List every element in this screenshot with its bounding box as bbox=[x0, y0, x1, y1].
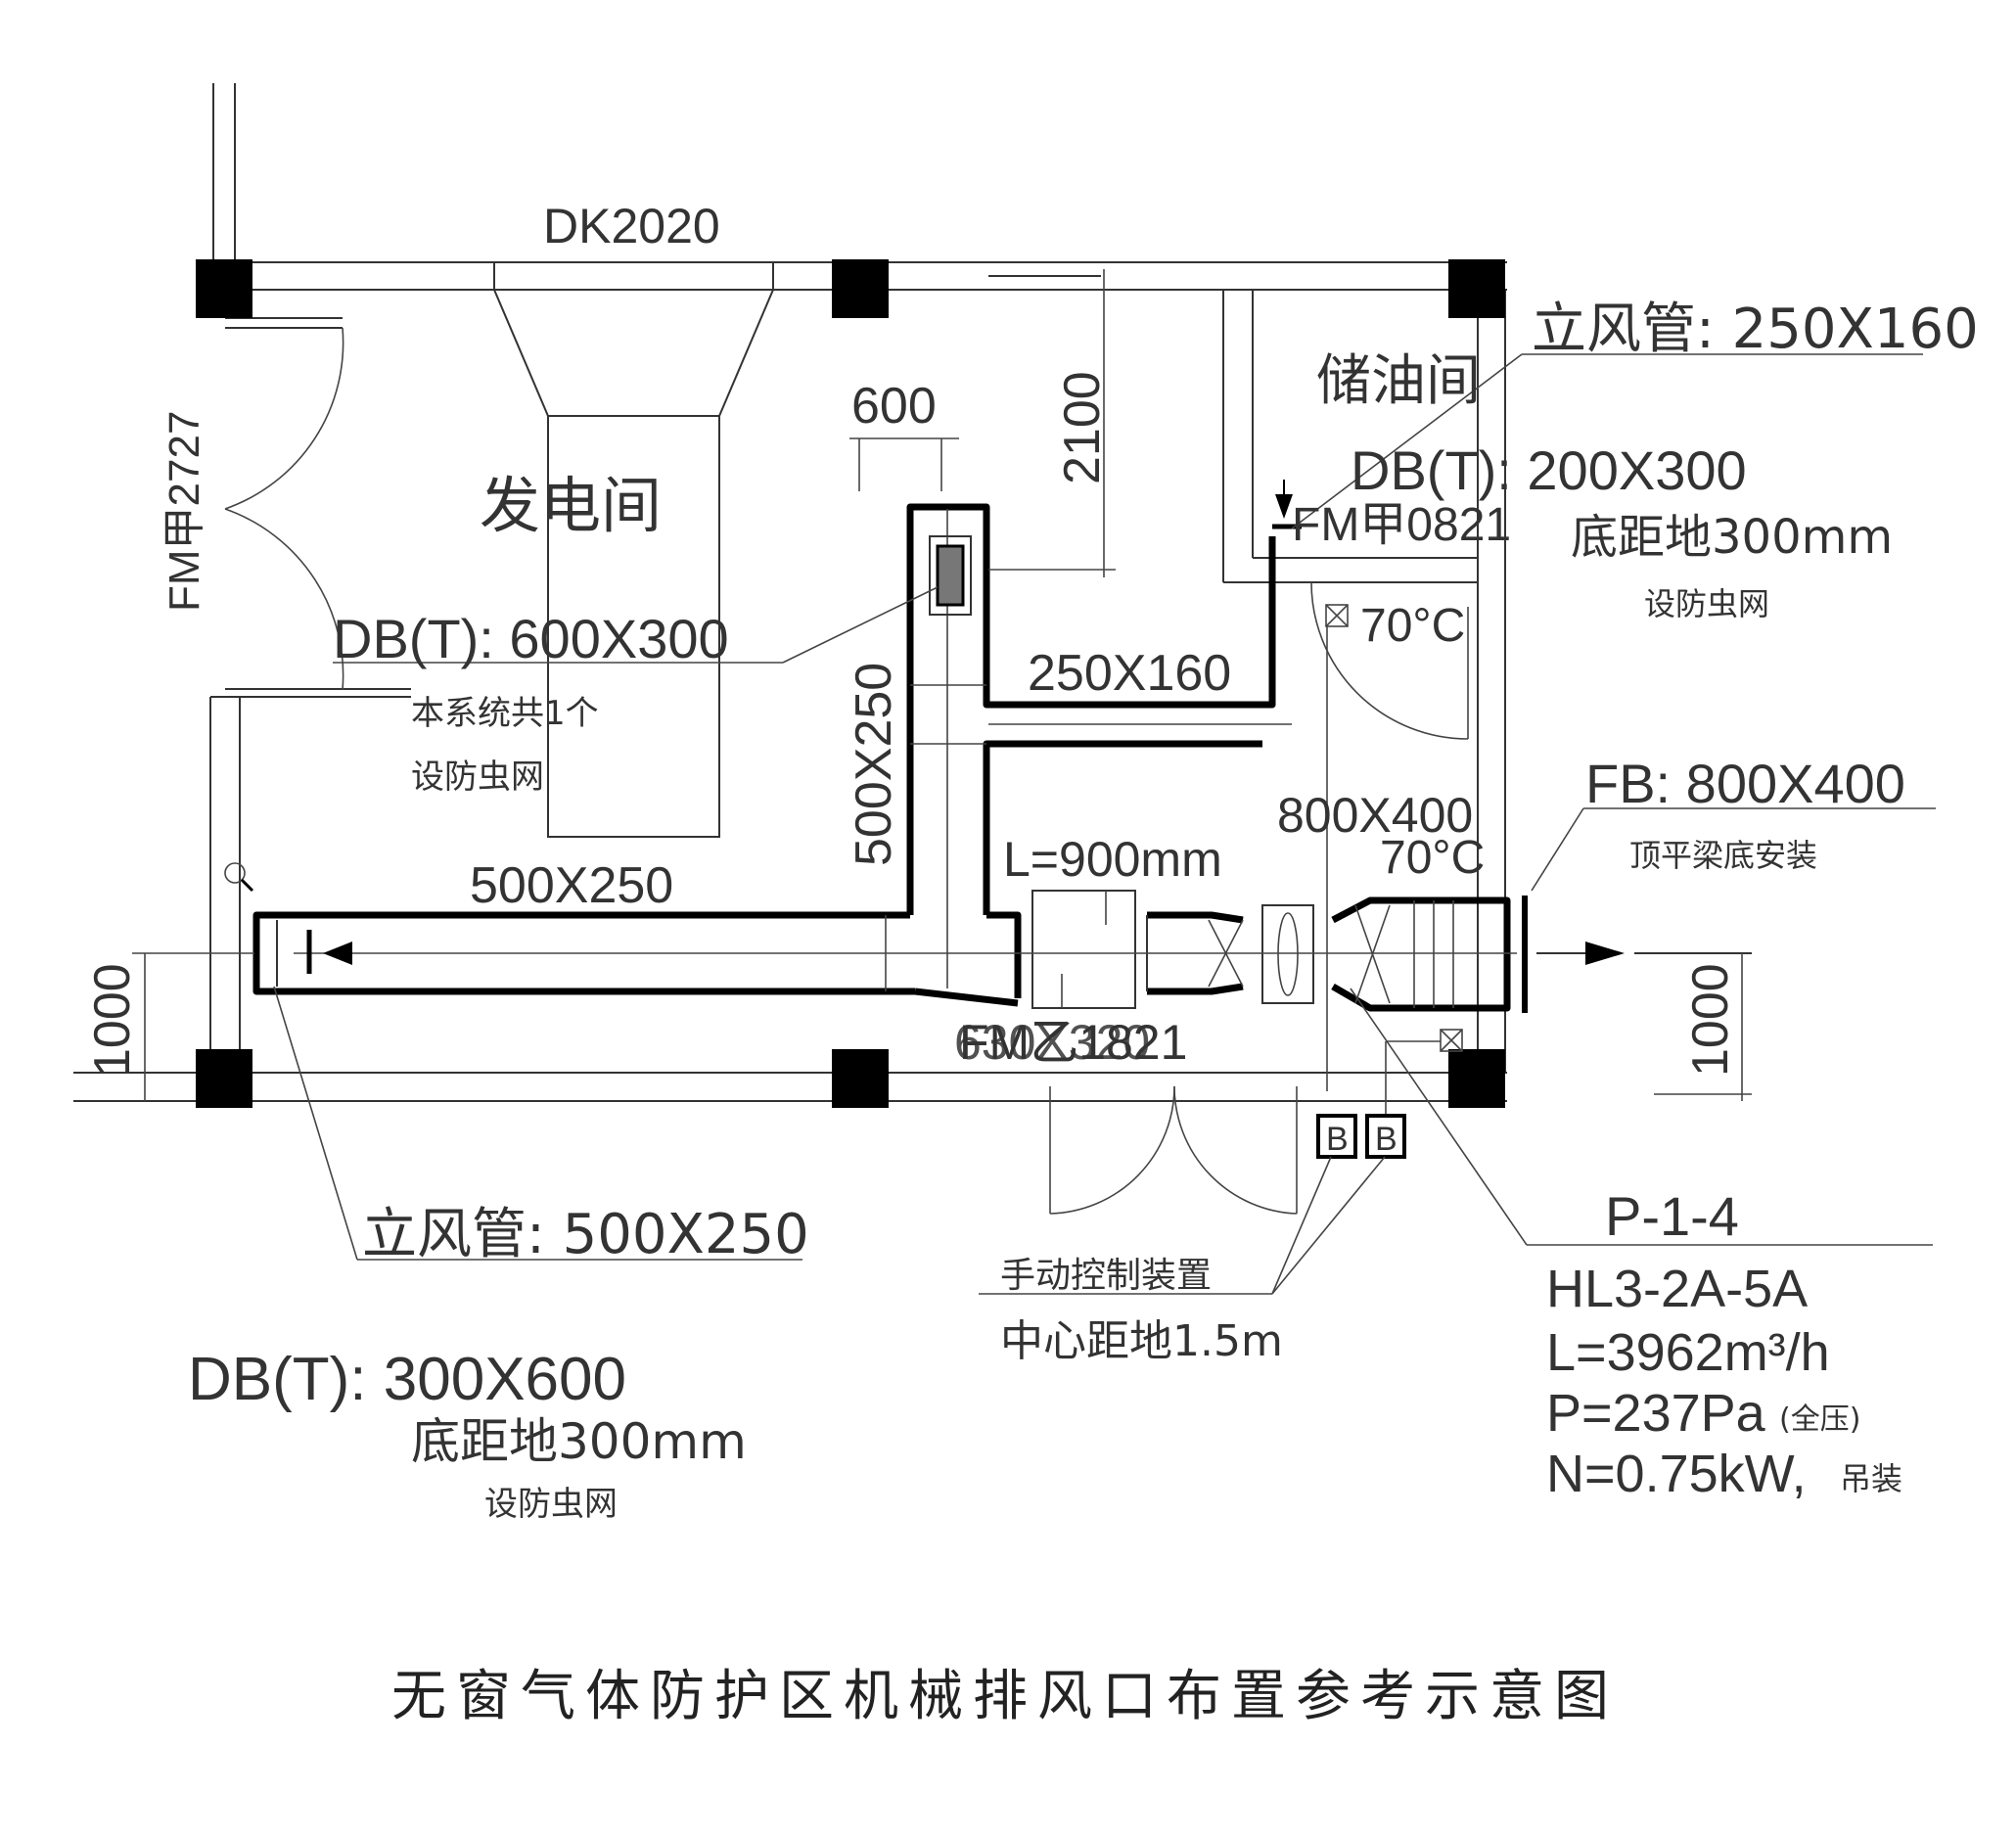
ductwork bbox=[224, 480, 1752, 1159]
fire-damper-temp-lower: 70°C bbox=[1380, 832, 1485, 884]
oil-room-door-swing bbox=[1310, 581, 1469, 740]
column bbox=[832, 259, 889, 318]
manual-control-box bbox=[1365, 1114, 1406, 1159]
structural-columns bbox=[196, 259, 1505, 1108]
column bbox=[832, 1049, 889, 1108]
diagram-title: 无窗气体防护区机械排风口布置参考示意图 bbox=[391, 1665, 1619, 1728]
silencer-length: L=900mm bbox=[1003, 832, 1222, 887]
db-200-note2: 设防虫网 bbox=[1644, 585, 1769, 622]
column bbox=[1448, 1049, 1505, 1108]
building-walls bbox=[73, 83, 1507, 1102]
dim-600: 600 bbox=[851, 378, 937, 435]
db-300-label: DB(T): 300X600 bbox=[188, 1346, 626, 1413]
left-door-swing bbox=[224, 327, 344, 691]
db-200-label: DB(T): 200X300 bbox=[1351, 439, 1747, 501]
dim-1000-right: 1000 bbox=[1682, 963, 1739, 1077]
riser-500-label: 立风管: 500X250 bbox=[362, 1203, 809, 1266]
db-600-note2: 设防虫网 bbox=[411, 758, 544, 797]
sensor-icon bbox=[224, 862, 246, 884]
manual-control-line2: 中心距地1.5m bbox=[1000, 1316, 1283, 1366]
db-600-label: DB(T): 600X300 bbox=[333, 608, 729, 669]
duct-size-reducer: 630X320 bbox=[954, 1015, 1150, 1070]
bottom-door-label: FM乙1821 bbox=[959, 1015, 1187, 1070]
manual-control-box-label: B bbox=[1375, 1121, 1397, 1158]
oil-room-door-label: FM甲0821 bbox=[1292, 499, 1511, 551]
duct-size-horizontal: 500X250 bbox=[470, 857, 673, 914]
room-label-oil-storage: 储油间 bbox=[1316, 349, 1481, 413]
dimension-lines bbox=[132, 269, 1752, 1101]
riser-250-label: 立风管: 250X160 bbox=[1532, 298, 1979, 361]
fb-800-label: FB: 800X400 bbox=[1585, 753, 1905, 814]
dim-2100: 2100 bbox=[1054, 371, 1111, 484]
fan-pressure: P=237Pa bbox=[1546, 1384, 1766, 1443]
leader-lines bbox=[273, 353, 1936, 1295]
dim-1000-left: 1000 bbox=[84, 963, 141, 1077]
generator-outline bbox=[493, 289, 774, 838]
db-300-note2: 设防虫网 bbox=[484, 1485, 618, 1524]
db-600-note1: 本系统共1个 bbox=[411, 694, 599, 733]
left-door-label: FM甲2727 bbox=[160, 411, 208, 612]
fan-flow: L=3962m³/h bbox=[1546, 1323, 1830, 1382]
duct-size-branch: 250X160 bbox=[1028, 645, 1231, 702]
fan-power: N=0.75kW, bbox=[1546, 1445, 1807, 1503]
fan-id: P-1-4 bbox=[1605, 1185, 1739, 1247]
fan-model: HL3-2A-5A bbox=[1546, 1260, 1808, 1318]
fan-power-note: 吊装 bbox=[1840, 1460, 1902, 1497]
column bbox=[196, 259, 252, 318]
manual-control-box bbox=[1316, 1114, 1357, 1159]
duct-size-fan-outlet: 800X400 bbox=[1277, 788, 1473, 843]
bottom-door-swing bbox=[1049, 1085, 1298, 1215]
fan-pressure-note: (全压) bbox=[1779, 1402, 1860, 1437]
db-200-note1: 底距地300mm bbox=[1571, 510, 1893, 565]
manual-control-box-label: B bbox=[1326, 1121, 1349, 1158]
manual-control-line1: 手动控制装置 bbox=[1000, 1256, 1212, 1296]
room-label-generator: 发电间 bbox=[480, 470, 662, 541]
db-300-note1: 底距地300mm bbox=[411, 1413, 747, 1470]
duct-size-vertical: 500X250 bbox=[846, 663, 902, 866]
fire-damper-temp-upper: 70°C bbox=[1360, 600, 1465, 652]
opening-label: DK2020 bbox=[543, 199, 720, 253]
column bbox=[196, 1049, 252, 1108]
fb-800-note1: 顶平梁底安装 bbox=[1629, 837, 1817, 874]
column bbox=[1448, 259, 1505, 318]
